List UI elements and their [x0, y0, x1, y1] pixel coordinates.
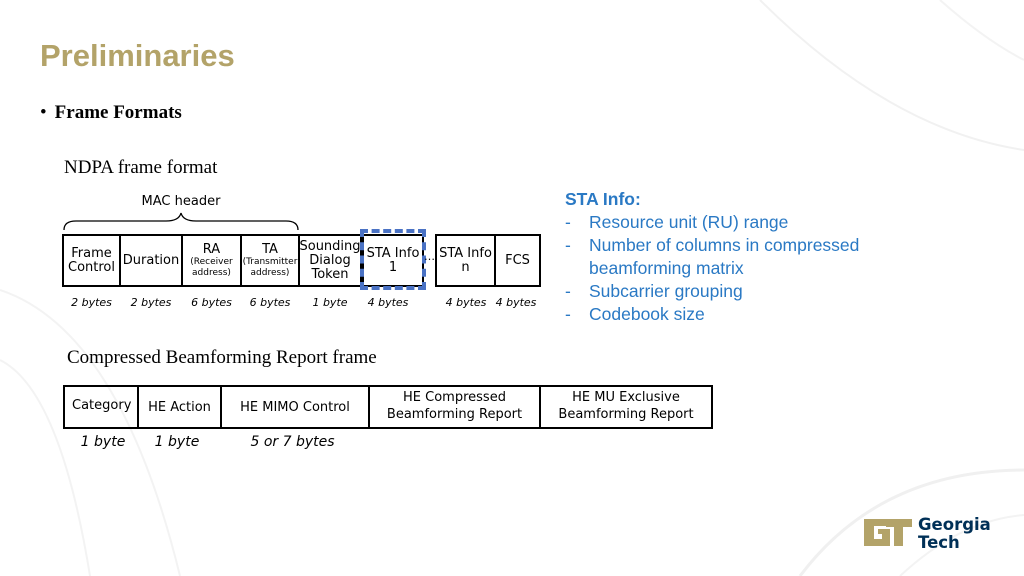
ndpa-field-fcs: FCS — [494, 234, 541, 287]
field-line: Duration — [122, 252, 180, 268]
sta-info-item: -Codebook size — [565, 303, 889, 326]
field-line: FCS — [505, 252, 530, 268]
ndpa-field-ra: RA (Receiver address) — [181, 234, 242, 287]
field-line: HE Action — [148, 399, 211, 415]
field-subline: address) — [250, 267, 290, 278]
dash: - — [565, 212, 571, 232]
sta-info-highlight — [360, 229, 426, 290]
dash: - — [565, 304, 571, 324]
field-line: Control — [68, 259, 115, 275]
field-line: HE MU Exclusive — [572, 390, 680, 405]
dash: - — [565, 235, 571, 255]
bullet-label: Frame Formats — [54, 102, 182, 123]
georgia-tech-gt-logo-icon — [864, 519, 912, 546]
field-line: Dialog — [309, 252, 351, 268]
ndpa-size: 2 bytes — [71, 296, 112, 309]
cbr-field-he-action: HE Action — [137, 385, 222, 429]
bullet-dot: • — [40, 102, 47, 123]
cbr-field-he-mimo-control: HE MIMO Control — [220, 385, 370, 429]
ndpa-label: NDPA frame format — [64, 157, 218, 178]
logo-line: Tech — [918, 533, 960, 552]
ndpa-size: 4 bytes — [495, 296, 537, 309]
sta-info-item: -Number of columns in compressed beamfor… — [565, 234, 889, 280]
cbr-size: 5 or 7 bytes — [250, 434, 335, 450]
georgia-tech-wordmark: Georgia Tech — [918, 516, 991, 552]
sta-info-item-text: Number of columns in compressed beamform… — [589, 235, 860, 278]
sta-info-item: -Resource unit (RU) range — [565, 211, 889, 234]
field-line: RA — [202, 241, 221, 257]
ndpa-size: 4 bytes — [445, 296, 487, 309]
ndpa-size: 2 bytes — [130, 296, 172, 309]
ndpa-field-ta: TA (Transmitter address) — [240, 234, 300, 287]
mac-header-brace: MAC header — [62, 194, 300, 232]
sta-info-item-text: Subcarrier grouping — [589, 281, 743, 301]
field-line: STA Info — [366, 245, 420, 261]
sta-info-item-text: Codebook size — [589, 304, 705, 324]
field-line: Category — [72, 398, 132, 413]
ndpa-size: 4 bytes — [367, 296, 409, 309]
field-line: Frame — [71, 245, 112, 261]
sta-info-item-text: Resource unit (RU) range — [589, 212, 789, 232]
field-subline: (Receiver — [190, 256, 233, 267]
brace-icon — [63, 212, 299, 231]
bullet-frame-formats: • Frame Formats — [40, 102, 182, 124]
cbr-size: 1 byte — [154, 434, 200, 450]
field-subline: address) — [192, 267, 231, 278]
field-line: Token — [311, 266, 349, 282]
mac-header-label: MAC header — [141, 194, 221, 209]
field-line: Beamforming Report — [558, 407, 694, 422]
field-line: HE Compressed — [403, 390, 506, 405]
field-subline: (Transmitter — [242, 256, 298, 267]
cbr-label: Compressed Beamforming Report frame — [67, 347, 377, 368]
ndpa-size: 1 byte — [312, 296, 348, 309]
field-line: 1 — [388, 259, 398, 275]
field-line: Sounding — [299, 238, 361, 254]
ndpa-size: 6 bytes — [191, 296, 232, 309]
field-line: HE MIMO Control — [240, 399, 350, 415]
sta-info-heading: STA Info: — [565, 189, 641, 209]
field-line: Beamforming Report — [386, 407, 523, 422]
page-title: Preliminaries — [40, 38, 235, 73]
sta-info-item: -Subcarrier grouping — [565, 280, 889, 303]
sta-info-description: STA Info: -Resource unit (RU) range -Num… — [565, 188, 889, 326]
field-line: n — [461, 259, 470, 275]
cbr-size: 1 byte — [80, 434, 126, 450]
logo-line: Georgia — [918, 515, 991, 534]
ndpa-field-duration: Duration — [119, 234, 183, 287]
ellipsis: … — [424, 250, 435, 263]
cbr-field-category: Category — [63, 385, 139, 429]
dash: - — [565, 281, 571, 301]
ndpa-size: 6 bytes — [249, 296, 291, 309]
field-line: TA — [262, 241, 278, 257]
field-line: STA Info — [439, 245, 492, 261]
